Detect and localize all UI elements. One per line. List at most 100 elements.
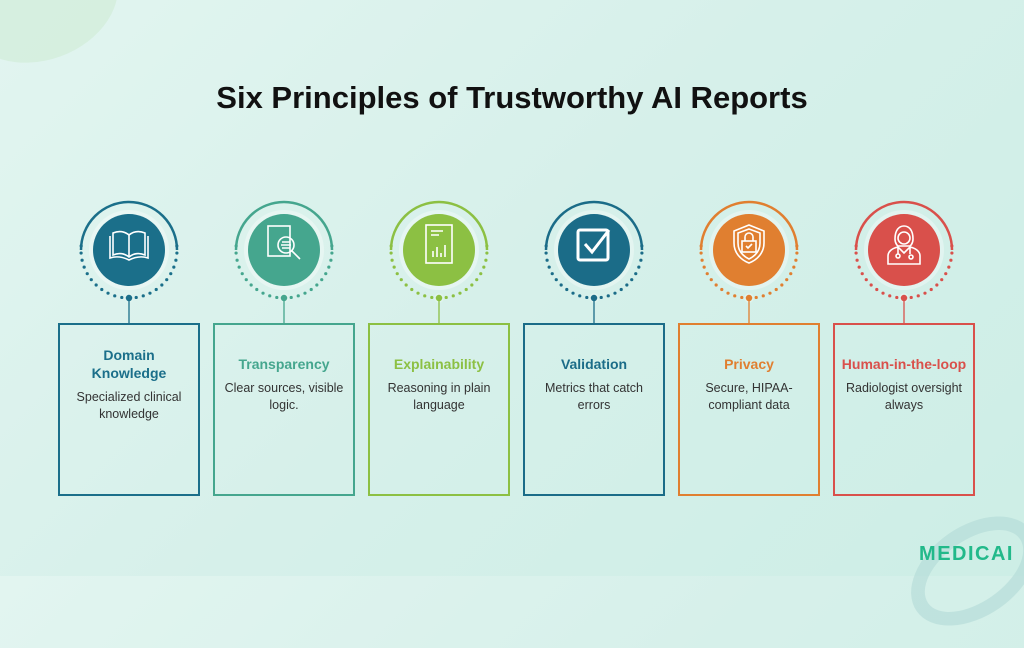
ring-dot [949, 258, 953, 262]
ring-dot [268, 294, 272, 298]
ring-dot [79, 244, 83, 248]
medicai-logo: MEDICAI [919, 543, 1014, 565]
ring-dot [410, 287, 414, 292]
ring-dot [857, 265, 861, 269]
decorative-blob [0, 0, 136, 84]
ring-dot [740, 295, 744, 300]
ring-dot [100, 287, 104, 292]
ring-dot [545, 258, 549, 262]
ring-dot [479, 272, 483, 276]
ring-dot [475, 278, 479, 282]
ring-dot [909, 295, 913, 300]
ring-dot [754, 295, 758, 300]
ring-dot [585, 295, 589, 300]
ring-dot [634, 272, 638, 276]
ring-dot [565, 287, 569, 292]
ring-dot [244, 278, 248, 282]
ring-dot [320, 278, 324, 282]
ring-dot [324, 272, 328, 276]
ring-dot [640, 251, 644, 255]
checkbox-icon [564, 214, 624, 274]
principle-card: Domain Knowledge Specialized clinical kn… [58, 200, 200, 496]
ring-dot [700, 258, 704, 262]
ring-dot [720, 287, 724, 292]
ring-dot [699, 251, 703, 255]
ring-dot [416, 291, 420, 295]
ring-dot [106, 291, 110, 295]
ring-dot [935, 283, 939, 287]
ring-dot [389, 244, 393, 248]
ring-dot [940, 278, 944, 282]
ring-dot [550, 272, 554, 276]
ring-dot [699, 244, 703, 248]
ring-dot [881, 291, 885, 295]
report-chart-icon [409, 214, 469, 274]
ring-dot [774, 287, 778, 292]
ring-dot [89, 278, 93, 282]
ring-dot [249, 283, 253, 287]
page-title: Six Principles of Trustworthy AI Reports [216, 80, 808, 115]
ring-dot [714, 283, 718, 287]
ring-dot [630, 278, 634, 282]
ring-dot [547, 265, 551, 269]
ring-dot [923, 291, 927, 295]
ring-dot [275, 295, 279, 300]
principle-card: Transparency Clear sources, visible logi… [213, 200, 355, 496]
ring-dot [485, 244, 489, 248]
principle-box: Explainability Reasoning in plain langua… [368, 323, 510, 496]
principle-card: Validation Metrics that catch errors [523, 200, 665, 496]
principle-description: Reasoning in plain language [387, 381, 491, 412]
ring-dot [327, 265, 331, 269]
ring-dot [444, 295, 448, 300]
icon-ring [854, 200, 954, 324]
principle-title: Privacy [724, 356, 774, 372]
principle-description: Radiologist oversight always [845, 381, 963, 412]
ring-dot [234, 251, 238, 255]
principle-card: Human-in-the-loop Radiologist oversight … [833, 200, 975, 496]
ring-dot [792, 265, 796, 269]
ring-dot [733, 294, 737, 298]
ring-dot [484, 258, 488, 262]
ring-dot [606, 294, 610, 298]
ring-dot [329, 258, 333, 262]
ring-dot [261, 291, 265, 295]
ring-dot [172, 265, 176, 269]
ring-dot [482, 265, 486, 269]
ring-dot [571, 291, 575, 295]
ring-dot [85, 272, 89, 276]
ring-dot [174, 258, 178, 262]
ring-dot [395, 272, 399, 276]
ring-dot [640, 244, 644, 248]
ring-dot [464, 287, 468, 292]
ring-dot [855, 258, 859, 262]
principle-card: Explainability Reasoning in plain langua… [368, 200, 510, 496]
ring-dot [160, 283, 164, 287]
ring-dot [639, 258, 643, 262]
ring-dot [289, 295, 293, 300]
principle-box: Domain Knowledge Specialized clinical kn… [58, 323, 200, 496]
ring-dot [330, 251, 334, 255]
principle-title: Transparency [238, 356, 330, 372]
ring-dot [234, 244, 238, 248]
ring-dot [392, 265, 396, 269]
ring-dot [795, 251, 799, 255]
ring-dot [864, 278, 868, 282]
book-icon [99, 214, 159, 274]
ring-dot [780, 283, 784, 287]
ring-dot [296, 294, 300, 298]
principle-title: Domain Knowledge [91, 347, 167, 381]
ring-dot [240, 272, 244, 276]
ring-dot [544, 244, 548, 248]
ring-dot [785, 278, 789, 282]
ring-dot [947, 265, 951, 269]
principle-box: Privacy Secure, HIPAA-compliant data [678, 323, 820, 496]
ring-dot [309, 287, 313, 292]
ring-dot [404, 283, 408, 287]
document-search-icon [254, 214, 314, 274]
ring-dot [888, 294, 892, 298]
ring-dot [854, 244, 858, 248]
ring-dot [578, 294, 582, 298]
ring-dot [485, 251, 489, 255]
ring-dot [761, 294, 765, 298]
ring-dot [554, 278, 558, 282]
